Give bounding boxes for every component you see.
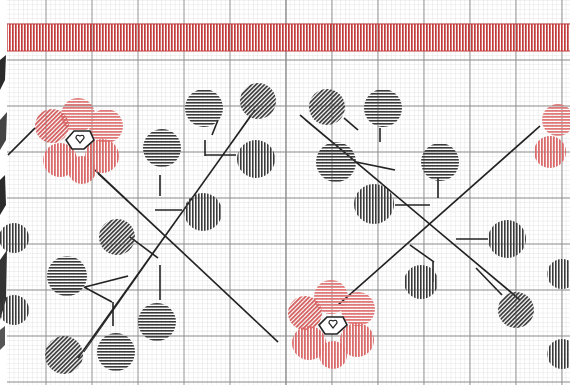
leaf-icon: [97, 333, 135, 371]
photo-edge: [0, 0, 7, 385]
leaf-icon: [47, 256, 87, 296]
leaf-icon: [309, 89, 345, 125]
leaf-icon: [498, 292, 534, 328]
leaf-icon: [185, 89, 223, 127]
leaf-icon: [0, 223, 29, 253]
red-border-band: [0, 24, 570, 51]
leaf-icon: [354, 184, 394, 224]
leaf-icon: [404, 265, 438, 299]
leaf-icon: [364, 89, 402, 127]
leaf-icon: [0, 295, 29, 325]
leaf-icon: [237, 140, 275, 178]
leaf-icon: [240, 83, 276, 119]
flower-icon: [35, 98, 123, 184]
leaf-icon: [99, 219, 135, 255]
leaf-icon: [138, 303, 176, 341]
leaf-icon: [488, 220, 526, 258]
leaf-icon: [421, 143, 459, 181]
leaf-icon: [184, 193, 222, 231]
leaf-icon: [45, 336, 83, 374]
leaf-icon: [316, 142, 356, 182]
leaf-icon: [143, 129, 181, 167]
